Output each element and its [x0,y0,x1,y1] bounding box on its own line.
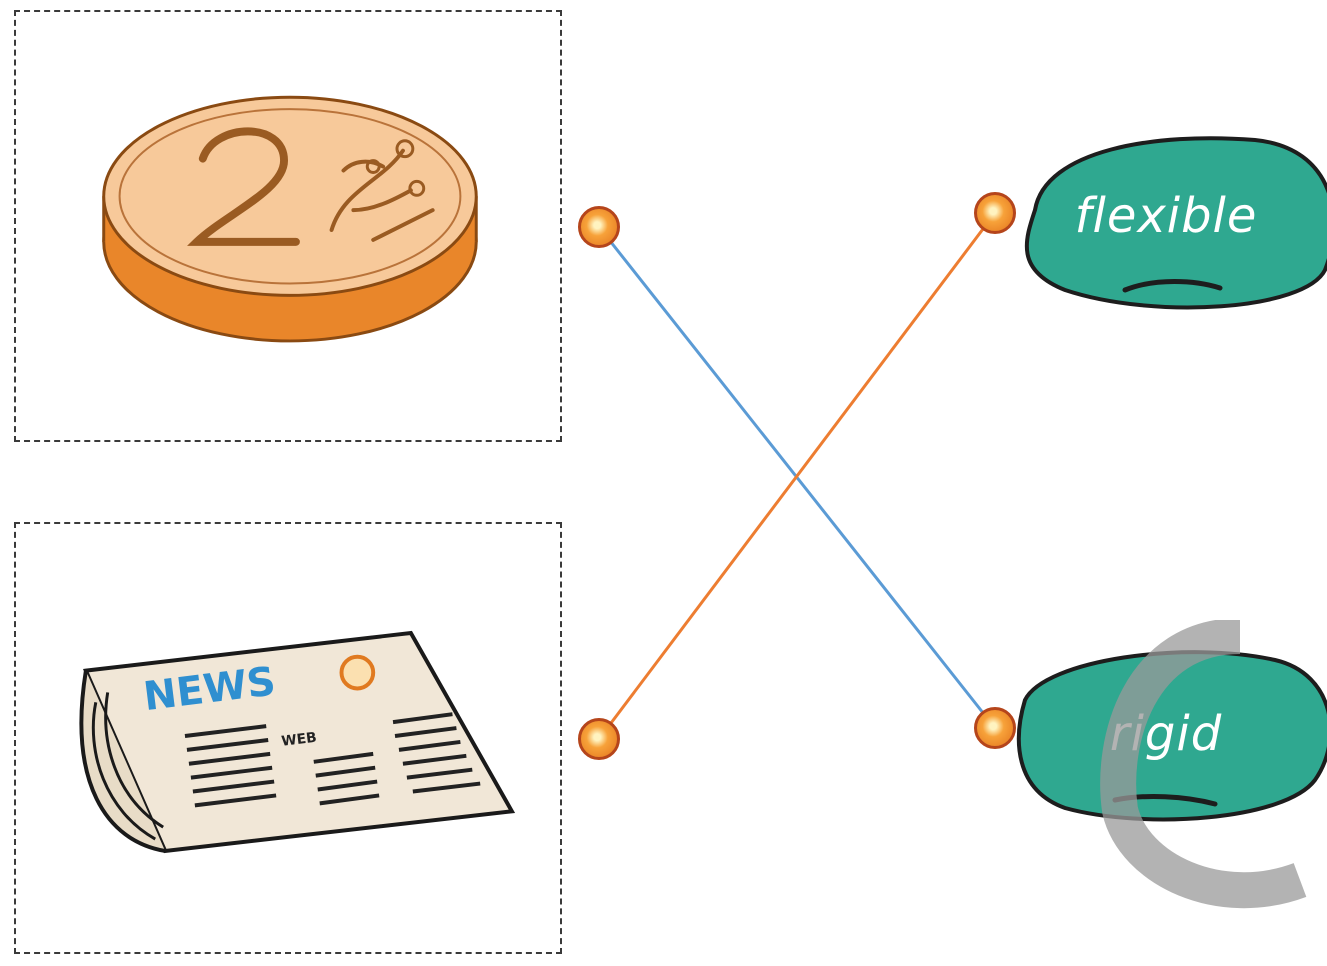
option-flexible[interactable]: flexible [1005,130,1327,320]
flexible-connector-dot[interactable] [974,192,1016,234]
rigid-connector-dot[interactable] [974,707,1016,749]
watermark-ring-icon [1100,620,1307,909]
coin-card [14,10,562,442]
newspaper-icon: NEWS WEB [79,630,516,854]
option-label-flexible: flexible [1074,188,1258,244]
coin-connector-dot[interactable] [578,206,620,248]
coin-icon [102,95,478,343]
newspaper-connector-dot[interactable] [578,718,620,760]
newspaper-card: NEWS WEB [14,522,562,954]
connection-coin-rigid [597,226,997,729]
news-web-text: WEB [281,730,318,750]
connection-newspaper-flexible [597,212,997,740]
